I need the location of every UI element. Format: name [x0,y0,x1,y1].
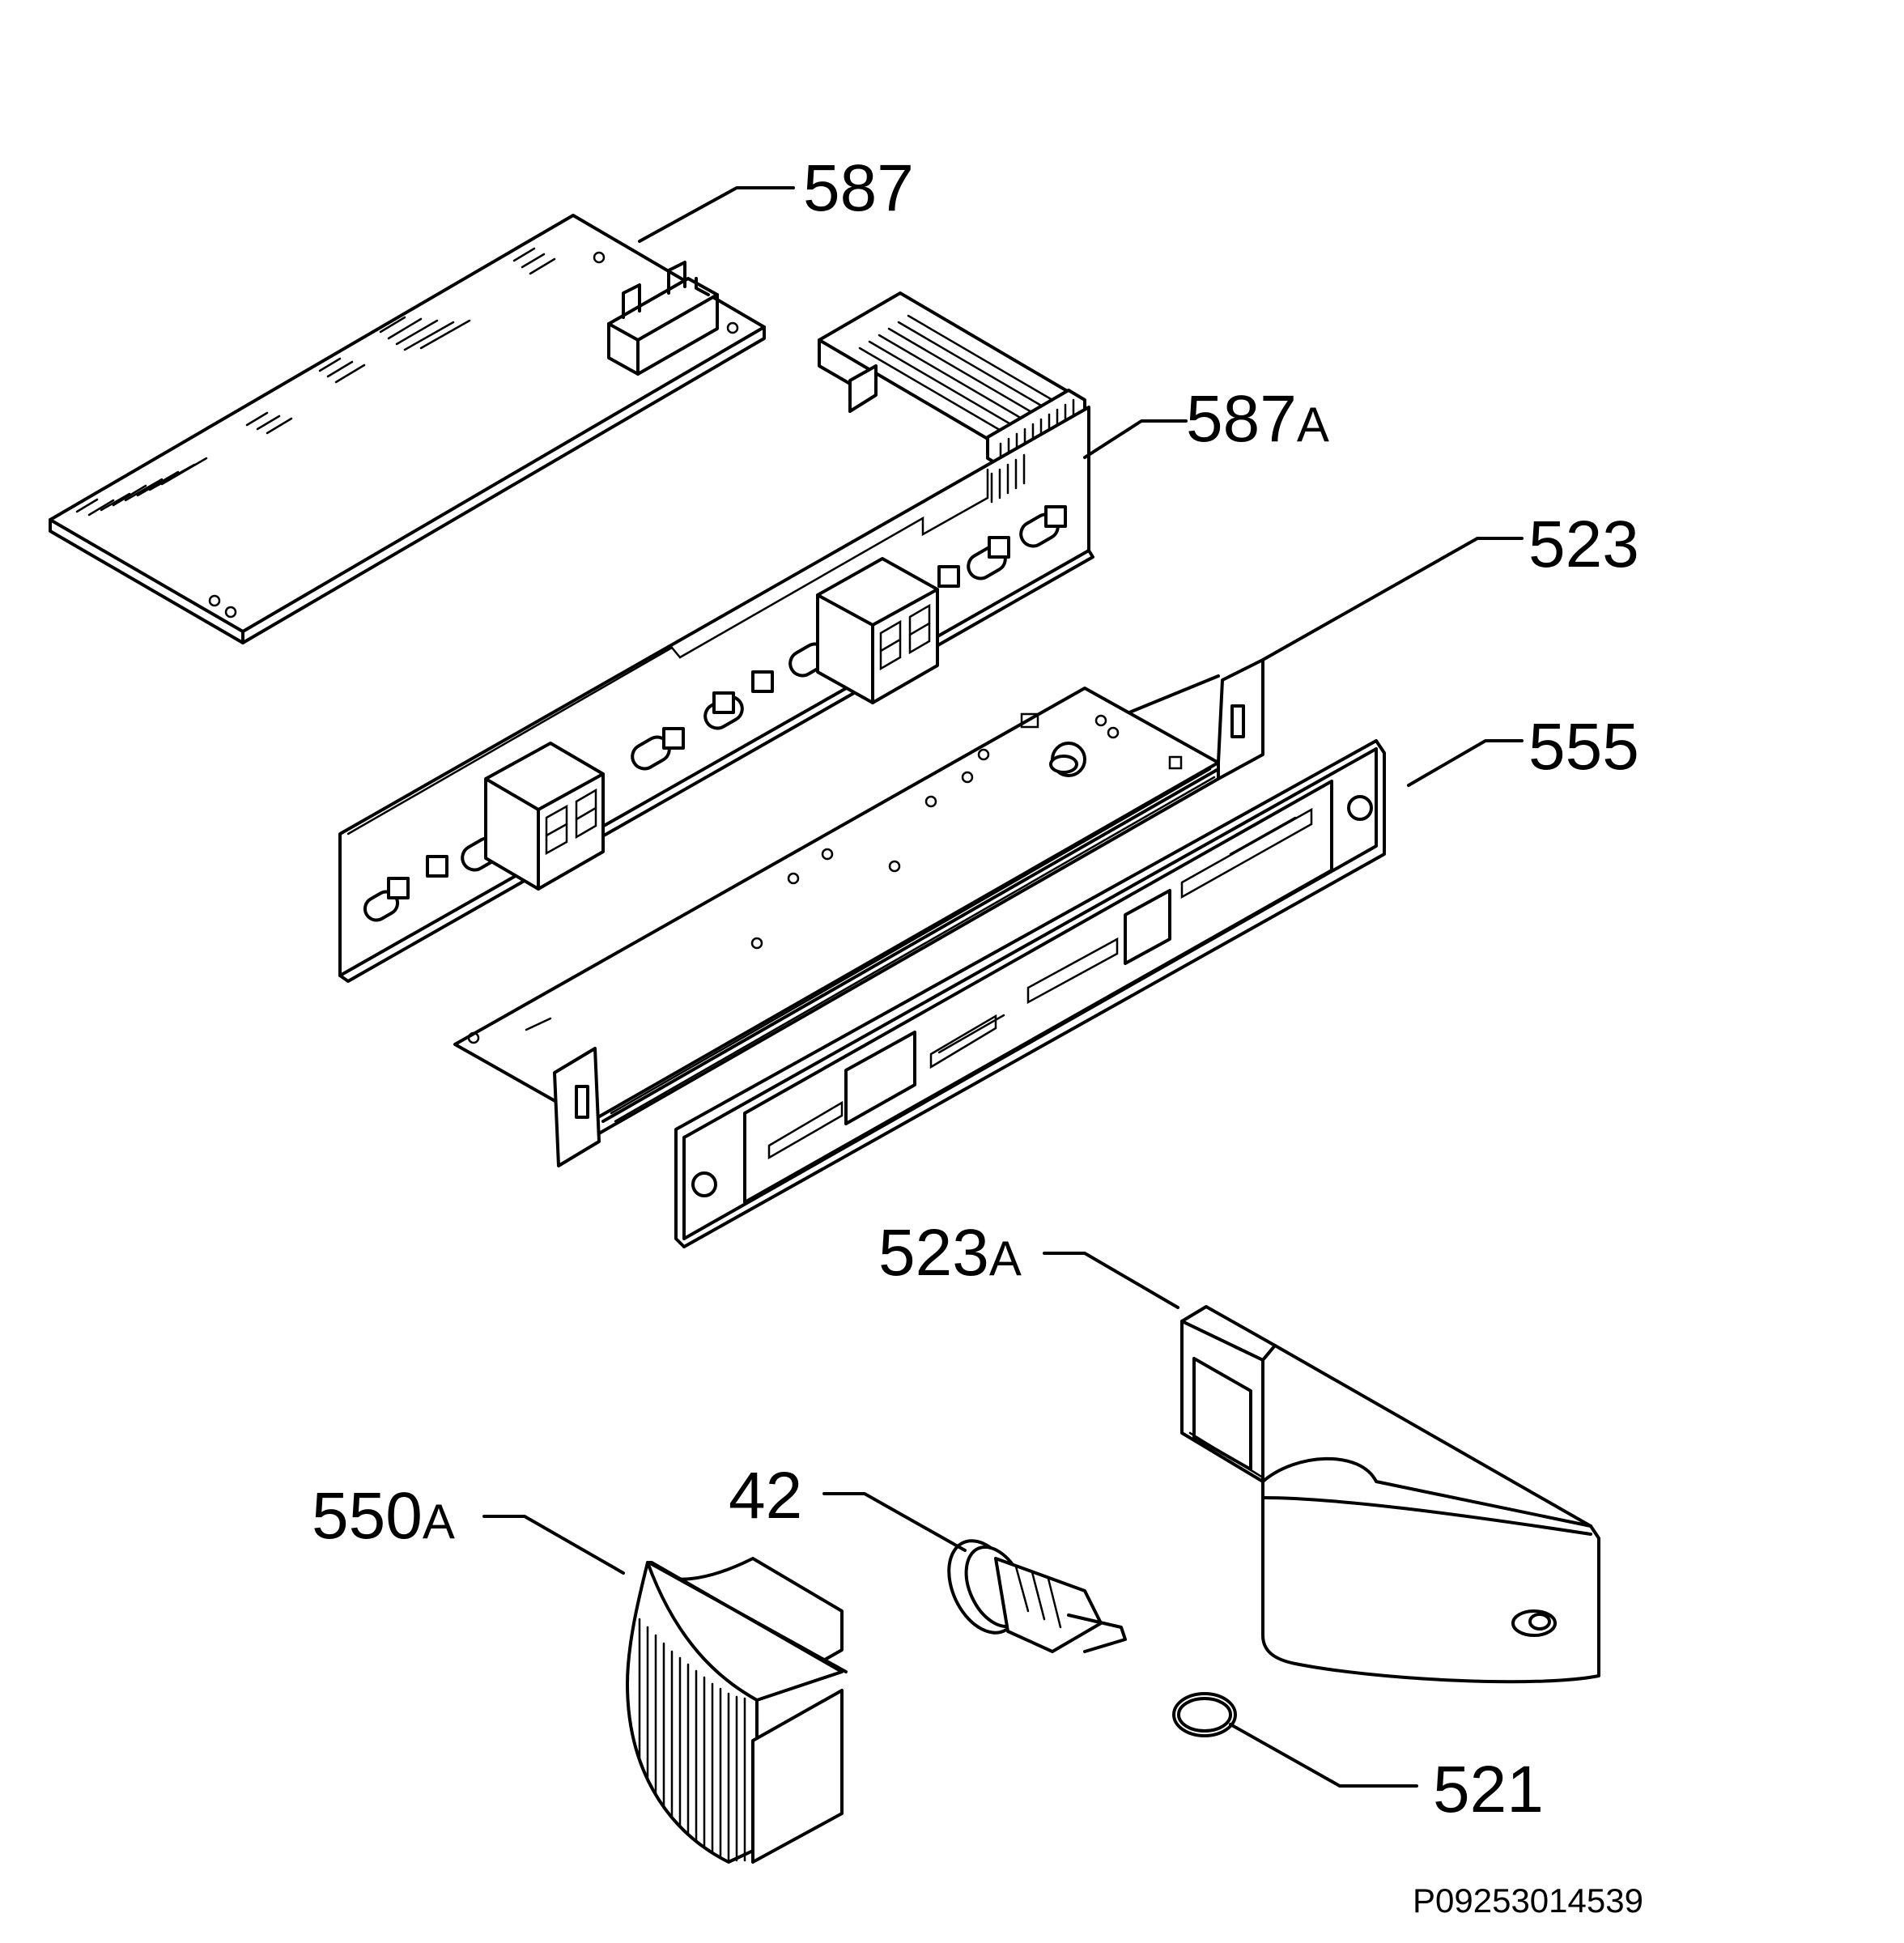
label-550a: 550A [312,1479,455,1553]
part-42-lamp-holder [947,1539,1127,1653]
pcb-connector [607,261,719,376]
leader-523-branch [1128,674,1220,714]
label-521: 521 [1433,1753,1544,1826]
end-cap-ribs [638,1618,746,1862]
part-587a-display-board [338,291,1094,983]
reference-code: P09253014539 [1413,1881,1643,1920]
seven-segment-display-left [484,742,605,891]
part-587-pcb-board [49,214,766,644]
label-523a: 523A [878,1216,1022,1290]
part-523-bracket [453,658,1264,1167]
part-523a-end-cap [1180,1305,1600,1684]
leader-lines [482,186,1524,1788]
label-42: 42 [729,1459,802,1533]
leader-42 [822,1492,967,1552]
leader-521 [1229,1723,1418,1788]
label-587: 587 [803,151,914,225]
part-555-front-panel [674,739,1386,1248]
part-521-o-ring [1172,1692,1237,1737]
leader-523a [1043,1252,1179,1309]
leader-523 [1261,537,1524,661]
seven-segment-display-right [816,557,939,704]
label-587a: 587A [1186,382,1329,456]
leader-587a [1083,419,1188,459]
part-550a-end-cap [626,1557,848,1864]
leader-550a [482,1515,625,1575]
leader-587 [638,186,795,243]
leader-555 [1407,739,1524,787]
display-board-buttons [387,505,1067,899]
ribbon-cable [818,291,1070,440]
pcb-edge-contacts [75,247,556,517]
label-555: 555 [1528,710,1639,784]
label-523: 523 [1528,508,1639,581]
